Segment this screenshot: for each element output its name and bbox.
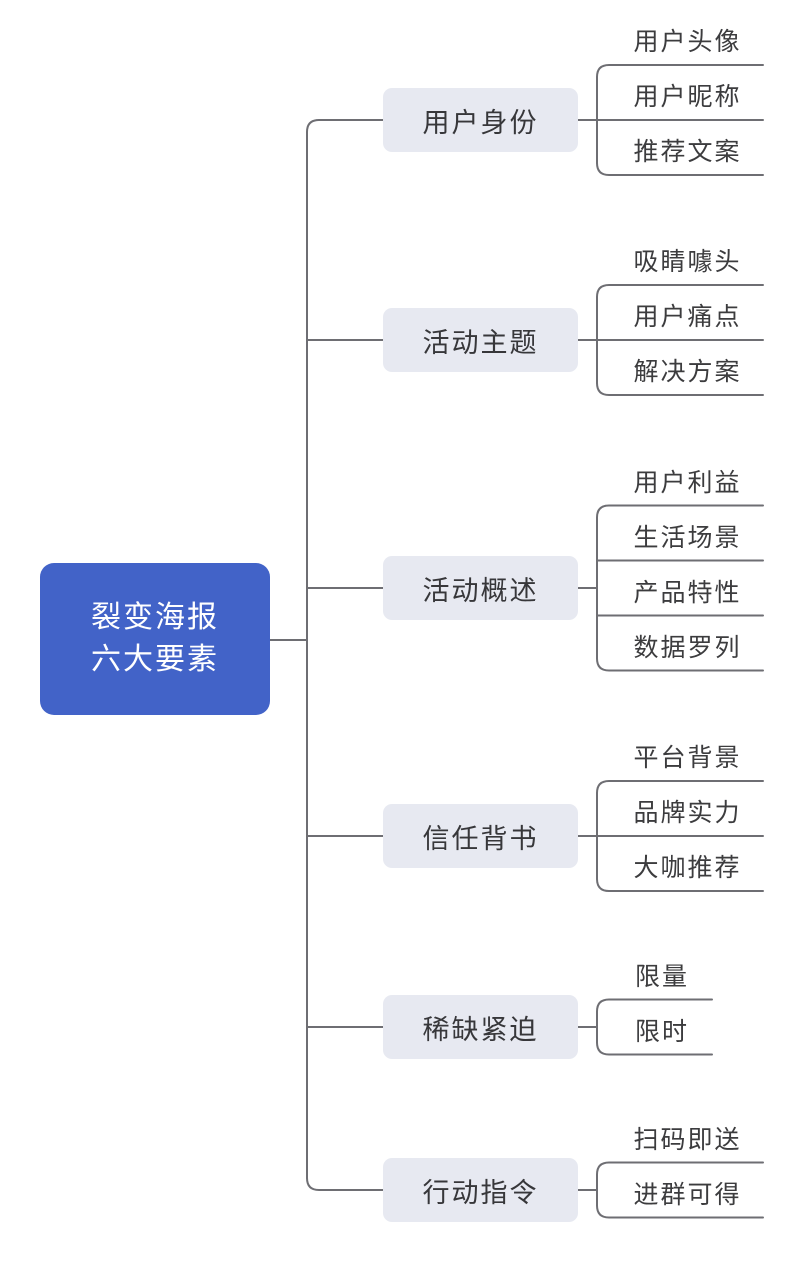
branch-node-6[interactable]: 行动指令 <box>383 1158 578 1222</box>
leaf-node[interactable]: 大咖推荐 <box>612 845 763 887</box>
branch-node-1[interactable]: 用户身份 <box>383 88 578 152</box>
branch-node-label: 活动主题 <box>422 327 539 358</box>
branch-node-label: 活动概述 <box>422 575 539 606</box>
branch-node-label: 用户身份 <box>422 107 539 138</box>
leaf-node[interactable]: 推荐文案 <box>612 129 763 171</box>
leaf-node-label: 进群可得 <box>633 1180 742 1209</box>
leaf-node-label: 平台背景 <box>633 744 742 772</box>
branch-node-3[interactable]: 活动概述 <box>383 556 578 620</box>
leaf-node-label: 生活场景 <box>633 523 742 552</box>
leaf-node-label: 品牌实力 <box>633 799 742 827</box>
leaf-node[interactable]: 用户头像 <box>612 19 763 61</box>
leaf-node-label: 限时 <box>634 1017 689 1046</box>
leaf-node[interactable]: 生活场景 <box>612 515 763 557</box>
leaf-node[interactable]: 吸睛噱头 <box>612 239 763 281</box>
leaf-node-label: 大咖推荐 <box>633 854 742 882</box>
branch-node-label: 信任背书 <box>422 823 539 854</box>
leaf-node[interactable]: 产品特性 <box>612 570 763 612</box>
leaf-node[interactable]: 解决方案 <box>612 349 763 391</box>
leaf-node-label: 用户利益 <box>633 468 742 497</box>
leaf-node[interactable]: 限量 <box>612 954 712 996</box>
branch-node-4[interactable]: 信任背书 <box>383 804 578 868</box>
leaf-node[interactable]: 扫码即送 <box>612 1117 763 1159</box>
root-label-line-2: 六大要素 <box>91 643 219 676</box>
branch-node-5[interactable]: 稀缺紧迫 <box>383 995 578 1059</box>
leaf-node[interactable]: 用户昵称 <box>612 74 763 116</box>
leaf-node[interactable]: 限时 <box>612 1009 712 1051</box>
leaf-node-label: 用户昵称 <box>633 83 742 111</box>
leaf-node[interactable]: 进群可得 <box>612 1172 763 1214</box>
leaf-node-label: 推荐文案 <box>633 138 742 166</box>
leaf-node-label: 限量 <box>634 962 689 991</box>
root-label-line-1: 裂变海报 <box>91 601 219 634</box>
leaf-node-label: 用户痛点 <box>633 303 742 331</box>
leaf-node[interactable]: 用户利益 <box>612 460 763 502</box>
leaf-node-label: 吸睛噱头 <box>633 248 742 276</box>
root-node[interactable]: 裂变海报 六大要素 <box>40 563 270 715</box>
leaf-node[interactable]: 品牌实力 <box>612 790 763 832</box>
branch-node-label: 行动指令 <box>422 1177 539 1208</box>
branch-node-label: 稀缺紧迫 <box>422 1014 539 1045</box>
leaf-node[interactable]: 平台背景 <box>612 735 763 777</box>
leaf-node[interactable]: 用户痛点 <box>612 294 763 336</box>
leaf-node-label: 数据罗列 <box>633 633 742 662</box>
leaf-node-label: 用户头像 <box>633 28 742 56</box>
leaf-node-label: 解决方案 <box>633 358 742 386</box>
leaf-node[interactable]: 数据罗列 <box>612 625 763 667</box>
leaf-node-label: 扫码即送 <box>633 1125 742 1154</box>
leaf-node-label: 产品特性 <box>633 578 742 607</box>
branch-node-2[interactable]: 活动主题 <box>383 308 578 372</box>
